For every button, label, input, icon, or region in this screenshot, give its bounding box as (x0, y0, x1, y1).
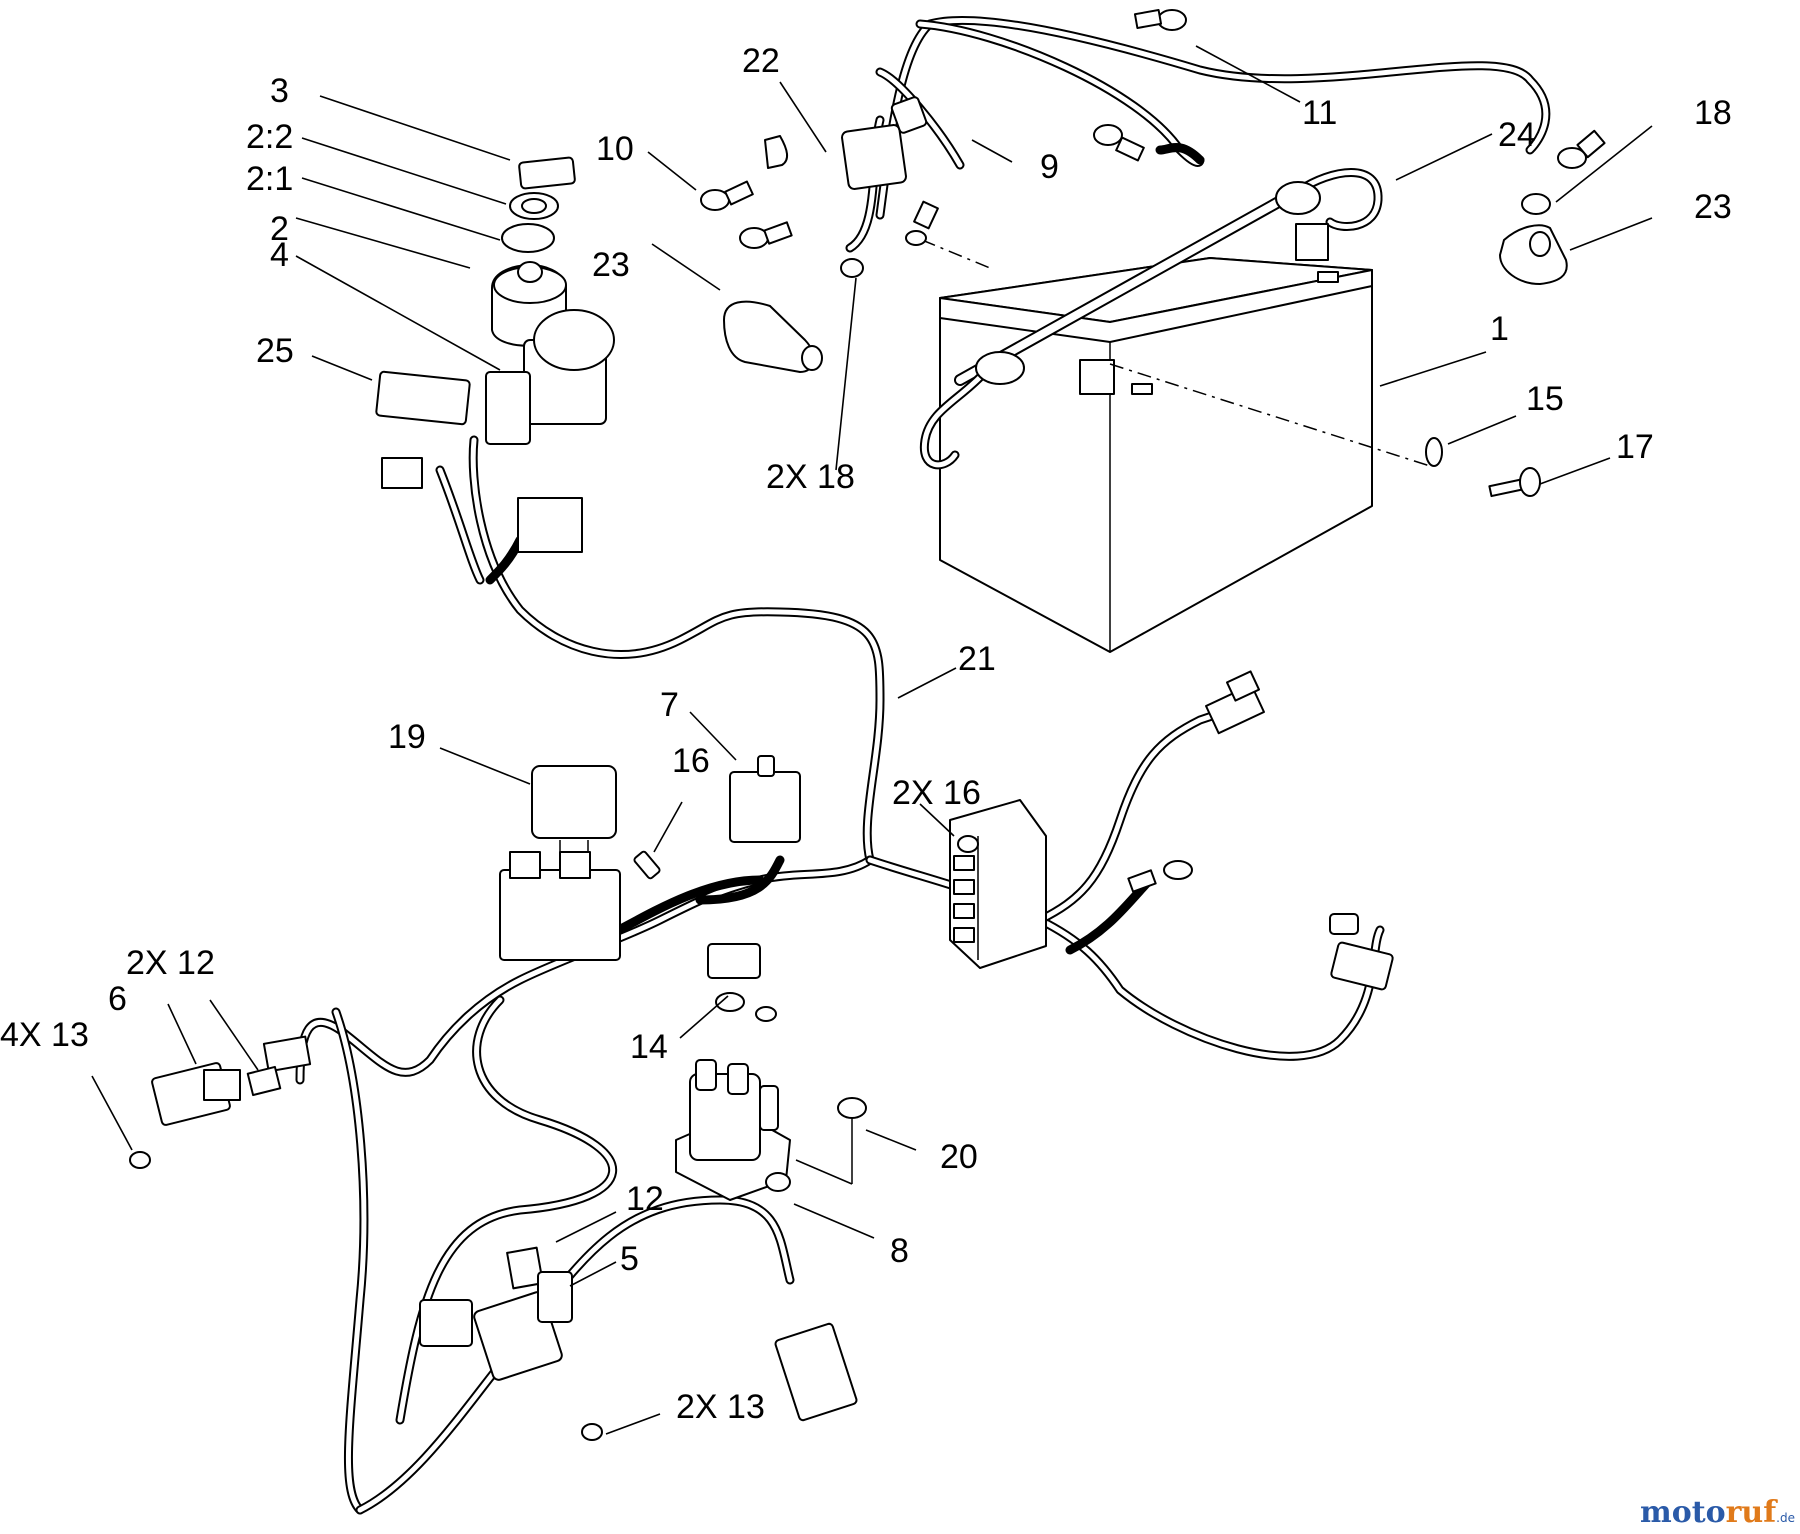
fuse-block (949, 799, 1047, 969)
watermark-suffix: .de (1776, 1511, 1795, 1525)
callout-25: 25 (256, 332, 294, 370)
callout-23-right: 23 (1694, 188, 1732, 226)
callout-2x13: 2X 13 (676, 1388, 765, 1426)
terminal-boot-left (723, 300, 823, 373)
brake-switch (473, 1271, 573, 1381)
battery-cables (700, 9, 1606, 278)
callout-2: 2 (270, 210, 289, 248)
interlock-switch (729, 755, 801, 843)
switch-body (485, 309, 615, 445)
relay (531, 765, 617, 860)
callout-5: 5 (620, 1240, 639, 1278)
ignition-bezel (509, 192, 559, 220)
leader-lines (91, 45, 1653, 1435)
callout-11: 11 (1302, 94, 1337, 132)
screw-lower (581, 1423, 603, 1441)
callout-12: 12 (626, 1180, 664, 1218)
plate (506, 1246, 544, 1290)
harness-connectors (262, 670, 1394, 1422)
relay-socket (499, 851, 621, 961)
callout-23-left: 23 (592, 246, 630, 284)
callout-17: 17 (1616, 428, 1654, 466)
flange-bolt (837, 1097, 867, 1150)
callout-10: 10 (596, 130, 634, 168)
callout-4: 4 (270, 236, 289, 274)
callout-14: 14 (630, 1028, 668, 1066)
callout-22: 22 (742, 42, 780, 80)
callout-2x16: 2X 16 (892, 774, 981, 812)
callout-19: 19 (388, 718, 426, 756)
callout-2-1: 2:1 (246, 160, 293, 198)
watermark-part-a: moto (1640, 1495, 1726, 1530)
ignition-nut (501, 223, 555, 253)
left-plate (246, 1065, 282, 1097)
callout-2-2: 2:2 (246, 118, 293, 156)
callout-6: 6 (108, 980, 127, 1018)
callout-24: 24 (1498, 116, 1536, 154)
callout-16: 16 (672, 742, 710, 780)
callout-2x18: 2X 18 (766, 458, 855, 496)
callout-3: 3 (270, 72, 289, 110)
callout-7: 7 (660, 686, 679, 724)
callout-15: 15 (1526, 380, 1564, 418)
bolt (1488, 467, 1541, 498)
callout-4x13: 4X 13 (0, 1016, 89, 1054)
left-screw (129, 1151, 151, 1169)
main-wire-harness (295, 435, 1385, 1515)
callout-labels: 3 2:2 2:1 2 4 25 22 10 9 11 24 18 23 23 … (0, 42, 1732, 1426)
callout-21: 21 (958, 640, 996, 678)
left-switch (151, 1062, 241, 1126)
callout-1: 1 (1490, 310, 1509, 348)
callout-20: 20 (940, 1138, 978, 1176)
svg-text:motoruf.de: motoruf.de (1640, 1495, 1795, 1530)
starter-solenoid (675, 1059, 791, 1201)
watermark-part-b: ruf (1726, 1495, 1779, 1530)
washer (1425, 437, 1443, 467)
screw (633, 850, 661, 880)
connector-plug (375, 370, 471, 426)
ignition-key (518, 156, 576, 190)
callout-2x12-left: 2X 12 (126, 944, 215, 982)
battery (919, 168, 1431, 653)
callout-18: 18 (1694, 94, 1732, 132)
watermark-logo: motoruf.de (1640, 1495, 1795, 1530)
callout-9: 9 (1040, 148, 1059, 186)
callout-8: 8 (890, 1232, 909, 1270)
terminal-boot-right (1499, 224, 1568, 285)
